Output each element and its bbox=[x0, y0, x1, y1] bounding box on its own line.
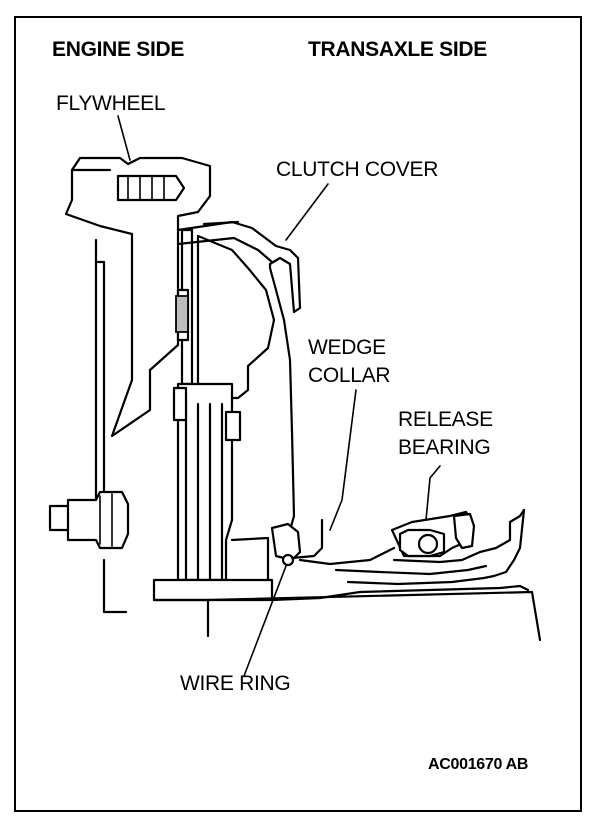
diaphragm-and-collar bbox=[270, 518, 396, 567]
leader-lines bbox=[117, 115, 441, 677]
transmission-housing bbox=[152, 584, 542, 642]
flywheel-part bbox=[64, 156, 212, 614]
wedge-collar-label-line1: WEDGE bbox=[308, 336, 386, 359]
wedge-collar-label-line2: COLLAR bbox=[308, 364, 391, 387]
diagram-frame bbox=[14, 16, 582, 812]
clutch-cover-part bbox=[176, 220, 302, 532]
flywheel-bolt bbox=[48, 490, 130, 550]
wire-ring-label: WIRE RING bbox=[180, 672, 291, 695]
release-bearing-part bbox=[334, 508, 526, 586]
release-bearing-label-line1: RELEASE bbox=[398, 408, 493, 431]
clutch-disc-and-pressure-plate bbox=[152, 228, 276, 602]
flywheel-label: FLYWHEEL bbox=[56, 92, 166, 115]
engine-side-heading: ENGINE SIDE bbox=[52, 38, 185, 61]
transaxle-side-heading: TRANSAXLE SIDE bbox=[308, 38, 487, 61]
figure-code: AC001670 AB bbox=[428, 756, 529, 773]
clutch-cover-label: CLUTCH COVER bbox=[276, 158, 439, 181]
release-bearing-label-line2: BEARING bbox=[398, 436, 491, 459]
